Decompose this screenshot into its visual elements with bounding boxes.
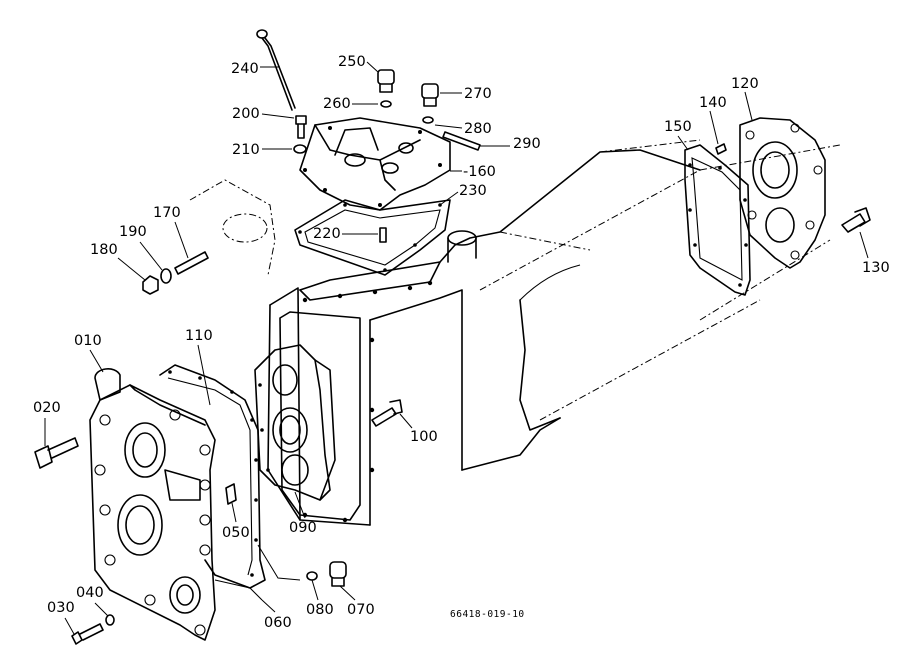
gasket-060 — [214, 579, 263, 601]
callout-230: 230 — [459, 183, 487, 199]
nut-180 — [142, 275, 159, 295]
callout-210: 210 — [232, 142, 260, 158]
top-cover-160 — [299, 117, 451, 211]
callout-180: 180 — [90, 242, 118, 258]
plug-250 — [377, 69, 395, 93]
transmission-case — [267, 139, 841, 526]
callouts: 240 250 270 120 140 260 200 280 150 290 … — [33, 54, 890, 635]
dipstick-240 — [256, 29, 296, 111]
plug-070 — [329, 561, 347, 587]
callout-100: 100 — [410, 429, 438, 445]
callout-080: 080 — [306, 602, 334, 618]
pin-140 — [715, 143, 727, 155]
front-cover-010 — [89, 368, 216, 641]
callout-270: 270 — [464, 86, 492, 102]
stud-170 — [174, 251, 209, 275]
callout-250: 250 — [338, 54, 366, 70]
callout-060: 060 — [264, 615, 292, 631]
callout-200: 200 — [232, 106, 260, 122]
bolt-100 — [371, 399, 403, 427]
callout-170: 170 — [153, 205, 181, 221]
lever-290 — [442, 131, 481, 151]
washer-210 — [293, 144, 307, 154]
callout-190: 190 — [119, 224, 147, 240]
rear-cover-120 — [739, 117, 826, 269]
callout-140: 140 — [699, 95, 727, 111]
ring-080 — [306, 571, 318, 581]
callout-260: 260 — [323, 96, 351, 112]
drawing-code: 66418-019-10 — [450, 609, 525, 620]
callout-120: 120 — [731, 76, 759, 92]
bolt-130 — [841, 207, 871, 233]
callout-020: 020 — [33, 400, 61, 416]
callout-030: 030 — [47, 600, 75, 616]
washer-040 — [105, 614, 115, 626]
washer-190 — [160, 268, 172, 284]
pin-220 — [379, 227, 387, 243]
pin-050 — [225, 483, 237, 505]
callout-150: 150 — [664, 119, 692, 135]
callout-010: 010 — [74, 333, 102, 349]
washer-260 — [380, 100, 392, 108]
callout-220: 220 — [313, 226, 341, 242]
plug-270 — [421, 83, 439, 107]
callout-130: 130 — [862, 260, 890, 276]
bolt-200 — [295, 115, 307, 139]
bolt-030 — [71, 623, 104, 645]
callout-070: 070 — [347, 602, 375, 618]
side-bracket — [189, 179, 276, 276]
bolt-020 — [34, 437, 79, 469]
callout-090: 090 — [289, 520, 317, 536]
callout-050: 050 — [222, 525, 250, 541]
callout-110: 110 — [185, 328, 213, 344]
rear-gasket-150 — [684, 144, 751, 296]
inner-plate-090 — [254, 344, 336, 501]
washer-280 — [422, 116, 434, 124]
callout-160: -160 — [463, 164, 496, 180]
callout-240: 240 — [231, 61, 259, 77]
front-gasket-110 — [159, 364, 266, 589]
callout-280: 280 — [464, 121, 492, 137]
callout-040: 040 — [76, 585, 104, 601]
callout-290: 290 — [513, 136, 541, 152]
